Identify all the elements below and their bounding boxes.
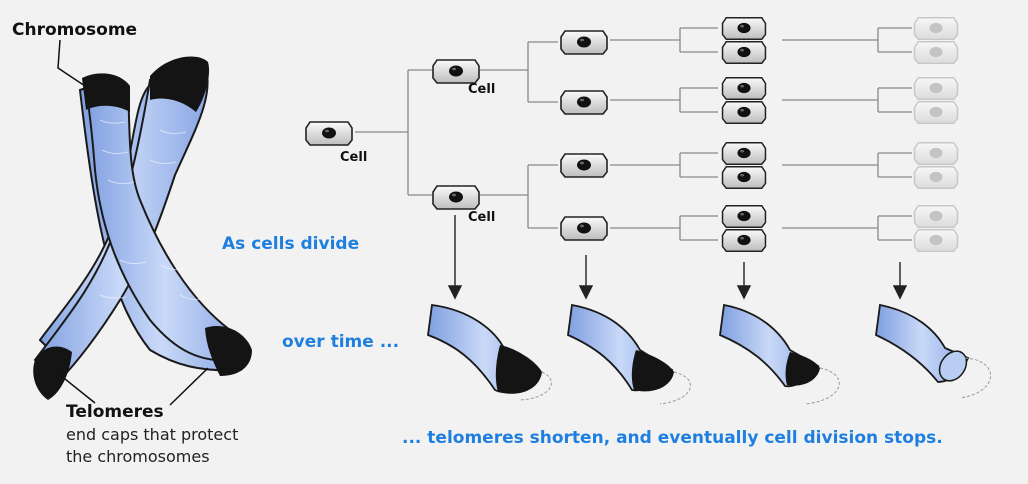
division-tree-lines [355,27,912,241]
telomere-segment-3 [719,303,840,405]
conclusion-caption: ... telomeres shorten, and eventually ce… [402,428,943,448]
telomere-segment-2 [567,303,691,405]
cell-gen2 [560,30,608,241]
chromosome-illustration [33,39,252,406]
cell-label-root: Cell [340,150,368,165]
telomeres-description-line-1: end caps that protect [66,425,239,444]
cell-label-upper: Cell [468,82,496,97]
telomeres-label: Telomeres [66,402,164,422]
chromosome-label: Chromosome [12,20,138,40]
cell-gen4-faded [913,16,959,253]
telomere-segment-4 [875,303,992,399]
cell-root [305,121,353,146]
cell-label-lower: Cell [468,210,496,225]
telomere-segment-1 [427,303,552,401]
down-arrows [447,215,908,300]
as-cells-divide-caption: As cells divide [222,234,360,254]
telomeres-description-line-2: the chromosomes [66,447,210,466]
over-time-caption: over time ... [282,332,400,352]
cell-gen3 [721,16,767,253]
